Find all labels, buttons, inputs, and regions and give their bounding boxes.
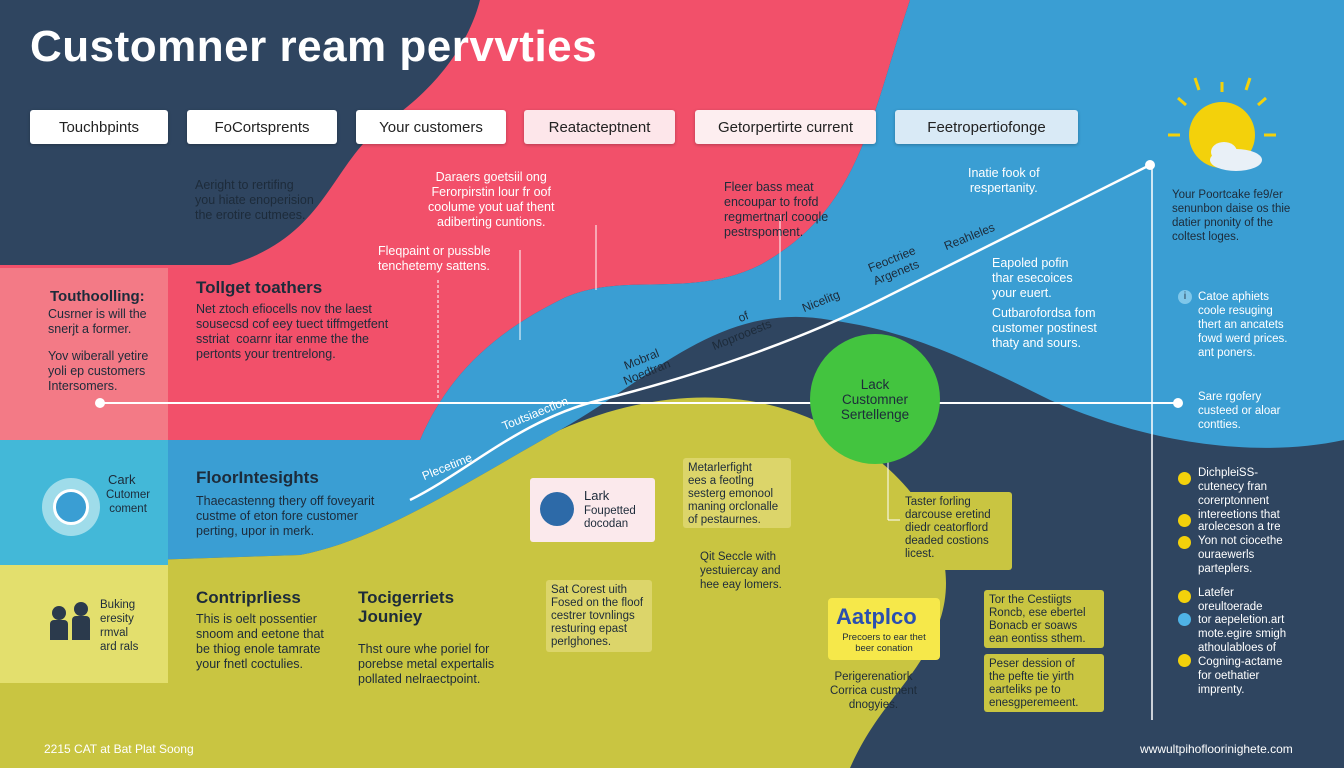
page-title: Customner ream pervvties [30,22,598,71]
cark-heading: Cark [108,472,136,487]
info-icon: i [1178,290,1192,304]
bullet-dot [1178,590,1191,603]
gear-icon [540,492,574,526]
note-top-mid: Daraers goetsiil ong Ferorpirstin lour f… [428,170,555,229]
eapored-note: Eapoled pofin thar esecoices your euert. [992,256,1073,300]
sat-box: Sat Corest uith Fosed on the floof cestr… [546,580,652,652]
taster-box: Taster forling darcouse eretind diedr ce… [900,492,1012,570]
bullet-text-2: aroleceson a tre [1198,521,1281,533]
note-top-right: Fleer bass meat encoupar to frofd regmer… [724,180,829,239]
prospect-note: Fleqpaint or pussble tenchetemy sattens. [378,244,491,273]
tor-box: Tor the Cestiigts Roncb, ese ebertel Bon… [984,590,1104,648]
tab-focortsprents[interactable]: FoCortsprents [187,110,337,144]
bullet-dot [1178,654,1191,667]
bullet-dot [1178,472,1191,485]
note-top-far-right: Inatie fook of respertanity. [968,166,1040,195]
journey-text: Thst oure whe poriel for porebse metal e… [358,642,495,686]
contri-heading: Contriprliess [196,588,301,607]
brand-sub: Precoers to ear thet beer conation [842,632,926,654]
bulk-text: Buking eresity rmval ard rals [100,599,139,653]
periger-note: Perigerenatiork Corrica custment dnogyie… [830,671,917,711]
center-circle-label: Lack Customner Sertellenge [840,376,910,422]
sun-icon [1168,77,1276,171]
bullet-text-3: Yon not ciocethe ouraewerls parteplers. [1198,535,1283,575]
lark-card-title: Lark [584,488,610,503]
brand-logo: Aatplco [836,604,917,629]
bullet-text-1: DichpleiSS- cutenecy fran corerptonnent … [1198,467,1280,521]
people-icon [50,602,96,640]
tab-touchpoints[interactable]: Touchbpints [30,110,168,144]
qit-note: Qit Seccle with yestuiercay and hee eay … [700,551,782,591]
tab-feetropertiofonge[interactable]: Feetropertiofonge [895,110,1078,144]
touchpoints-text-2: Yov wiberall yetire yoli ep customers In… [48,349,149,393]
footer-left: 2215 CAT at Bat Plat Soong [44,742,194,756]
cutbar-note: Cutbarofordsa fom customer postinest tha… [992,306,1097,350]
center-circle[interactable]: Lack Customner Sertellenge [810,334,940,464]
bullet-dot [1178,613,1191,626]
contri-text: This is oelt possentier snoom and eetone… [196,612,324,671]
peser-box: Peser dession of the pefte tie yirth ear… [984,654,1104,712]
brand-card[interactable]: Aatplco Precoers to ear thet beer conati… [828,598,940,660]
lark-card-text: Foupetted docodan [584,505,636,530]
bullet-text-5: tor aepeletion.art mote.egire smigh atho… [1198,614,1287,654]
tab-getorpertirte-current[interactable]: Getorpertirte current [695,110,876,144]
target-heading: Tollget toathers [196,278,323,297]
floor-insights-heading: FloorIntesights [196,468,319,487]
info-note: Catoe aphiets coole resuging thert an an… [1198,291,1288,359]
cark-text: Cutomer coment [106,489,151,515]
bullet-text-4: Latefer oreultoerade [1198,587,1263,613]
bullet-dot [1178,514,1191,527]
journey-heading: Tocigerriets Jouniey [358,588,455,626]
tab-reatacteptnent[interactable]: Reatacteptnent [524,110,675,144]
chat-icon [42,478,100,536]
floor-insights-text: Thaecastenng thery off foveyarit custme … [196,494,375,538]
metar-box: Metarlerfight ees a feotlng sesterg emon… [683,458,791,528]
touchpoints-heading: Touthoolling: [50,288,145,305]
bullet-text-6: Cogning-actame for oethatier imprenty. [1198,656,1283,696]
note-top-left: Aeright to rertifing you hiate enoperisi… [195,178,314,222]
bullet-dot [1178,536,1191,549]
touchpoints-text-1: Cusrner is will the snerjt a former. [48,307,147,336]
right-top-note: Your Poortcake fe9/er senunbon daise os … [1172,189,1291,243]
footer-right[interactable]: wwwultpihofloorinighete.com [1140,742,1293,756]
target-text: Net ztoch efiocells nov the laest sousec… [196,302,389,361]
sare-note: Sare rgofery custeed or aloar contties. [1198,391,1281,431]
tab-your-customers[interactable]: Your customers [356,110,506,144]
lark-card[interactable]: Lark Foupetted docodan [530,478,655,542]
